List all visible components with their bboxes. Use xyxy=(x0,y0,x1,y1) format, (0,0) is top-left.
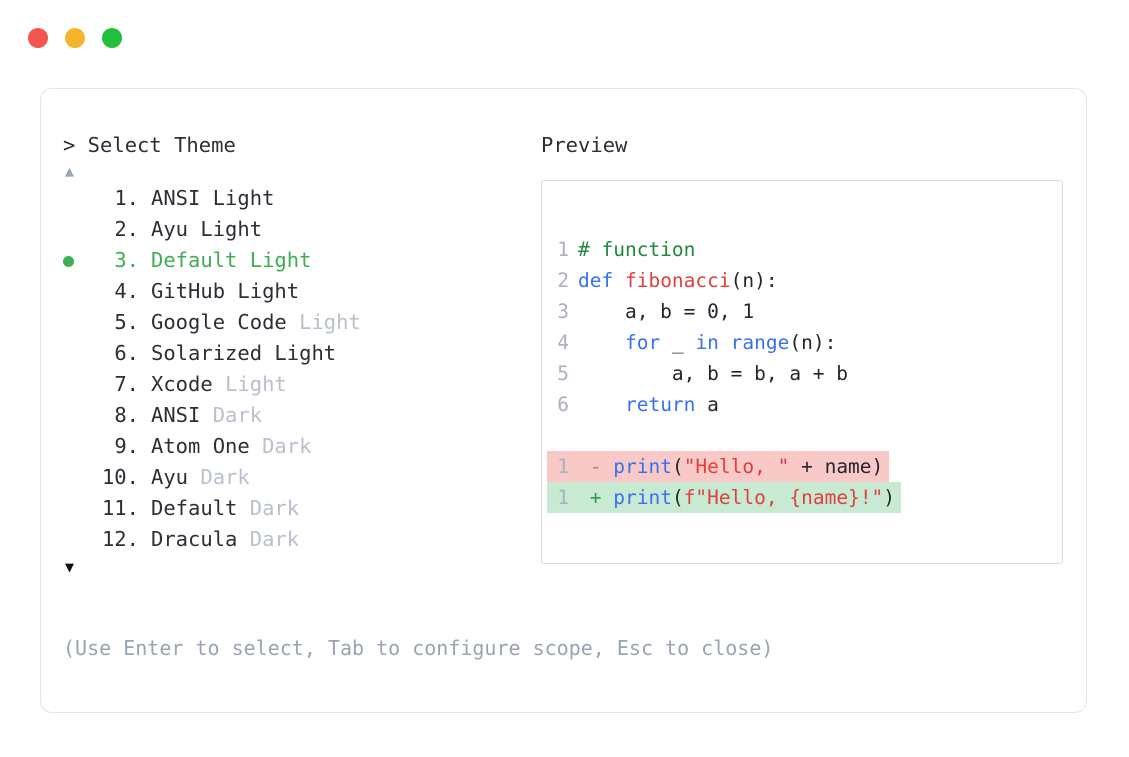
code-text: def fibonacci(n): xyxy=(578,269,778,292)
theme-list-item[interactable]: 2. Ayu Light xyxy=(63,214,533,245)
code-text: - print("Hello, " + name) xyxy=(578,455,884,478)
theme-item-name: ANSI Dark xyxy=(151,403,263,427)
theme-item-name: Google Code Light xyxy=(151,310,361,334)
theme-list-item[interactable]: 11. Default Dark xyxy=(63,493,533,524)
code-preview: 1 # function 2 def fibonacci(n): 3 a, b = 0,… xyxy=(547,234,1062,513)
theme-item-variant: Light xyxy=(299,310,361,334)
line-number: 2 xyxy=(557,269,569,292)
theme-item-number: 8. xyxy=(114,403,139,427)
theme-item-variant: Dark xyxy=(262,434,312,458)
theme-list-item[interactable]: 6. Solarized Light xyxy=(63,338,533,369)
theme-item-name: GitHub Light xyxy=(151,279,300,303)
theme-item-number: 4. xyxy=(114,279,139,303)
theme-list-item[interactable]: 8. ANSI Dark xyxy=(63,400,533,431)
code-text: return a xyxy=(624,393,719,416)
code-line: 2 def fibonacci(n): xyxy=(547,265,778,296)
theme-item-name: Ayu Dark xyxy=(151,465,250,489)
minimize-dot[interactable] xyxy=(65,28,85,48)
line-number: 3 xyxy=(557,300,569,323)
theme-item-number: 5. xyxy=(114,310,139,334)
line-number: 1 xyxy=(557,238,569,261)
code-line: 5 a, b = b, a + b xyxy=(547,358,848,389)
theme-item-variant: Light xyxy=(249,248,312,272)
theme-list-item[interactable]: 7. Xcode Light xyxy=(63,369,533,400)
code-line: 3 a, b = 0, 1 xyxy=(547,296,754,327)
theme-item-number: 3. xyxy=(114,248,139,272)
code-text: for _ in range(n): xyxy=(624,331,837,354)
preview-label: Preview xyxy=(541,133,628,157)
theme-item-number: 10. xyxy=(101,465,139,489)
theme-item-name: Default Light xyxy=(151,248,312,272)
code-text: a, b = b, a + b xyxy=(578,362,849,385)
theme-item-variant: Dark xyxy=(249,496,300,520)
code-text: + print(f"Hello, {name}!") xyxy=(578,486,896,509)
theme-item-variant: Light xyxy=(212,186,275,210)
theme-item-name: ANSI Light xyxy=(151,186,275,210)
theme-item-variant: Light xyxy=(225,372,287,396)
theme-item-name: Atom One Dark xyxy=(151,434,312,458)
code-line: 4 for _ in range(n): xyxy=(547,327,836,358)
theme-list-item[interactable]: 5. Google Code Light xyxy=(63,307,533,338)
close-dot[interactable] xyxy=(28,28,48,48)
theme-item-variant: Light xyxy=(200,217,263,241)
code-line: 1 # function xyxy=(547,234,695,265)
keyboard-hint: (Use Enter to select, Tab to configure s… xyxy=(63,636,774,660)
theme-item-variant: Dark xyxy=(212,403,263,427)
theme-list: 1. ANSI Light 2. Ayu Light 3. Default Light 4.… xyxy=(63,183,533,555)
theme-item-number: 6. xyxy=(114,341,139,365)
theme-item-number: 7. xyxy=(114,372,139,396)
theme-item-variant: Dark xyxy=(249,527,300,551)
theme-item-variant: Light xyxy=(237,279,300,303)
theme-item-number: 1. xyxy=(114,186,139,210)
theme-item-variant: Dark xyxy=(200,465,250,489)
theme-list-item[interactable]: 3. Default Light xyxy=(63,245,533,276)
line-number: 6 xyxy=(557,393,569,416)
theme-list-item[interactable]: 10. Ayu Dark xyxy=(63,462,533,493)
theme-item-name: Dracula Dark xyxy=(151,527,300,551)
theme-item-name: Xcode Light xyxy=(151,372,287,396)
line-number: 4 xyxy=(557,331,569,354)
code-blank-line xyxy=(547,420,1062,451)
line-number: 1 xyxy=(557,486,569,509)
code-line: 6 return a xyxy=(547,389,719,420)
maximize-dot[interactable] xyxy=(102,28,122,48)
theme-item-number: 11. xyxy=(101,496,139,520)
window-titlebar xyxy=(28,28,122,48)
line-number: 5 xyxy=(557,362,569,385)
theme-picker-card: > Select Theme ▲ 1. ANSI Light 2. Ayu Light… xyxy=(40,88,1087,713)
theme-item-name: Default Dark xyxy=(151,496,300,520)
selection-bullet-icon xyxy=(63,247,91,278)
theme-item-number: 2. xyxy=(114,217,139,241)
theme-item-name: Solarized Light xyxy=(151,341,337,365)
code-text: a, b = 0, 1 xyxy=(578,300,755,323)
preview-panel: Preview 1 # function 2 def fibonacci(n): 3 a… xyxy=(541,131,1066,564)
scroll-up-arrow[interactable]: ▲ xyxy=(65,162,75,180)
theme-item-name: Ayu Light xyxy=(151,217,263,241)
theme-list-item[interactable]: 4. GitHub Light xyxy=(63,276,533,307)
theme-list-item[interactable]: 12. Dracula Dark xyxy=(63,524,533,555)
preview-box: 1 # function 2 def fibonacci(n): 3 a, b = 0,… xyxy=(541,180,1063,564)
theme-item-number: 9. xyxy=(114,434,139,458)
code-text: # function xyxy=(578,238,696,261)
scroll-down-arrow[interactable]: ▼ xyxy=(65,558,75,576)
theme-select-panel: > Select Theme ▲ 1. ANSI Light 2. Ayu Light… xyxy=(63,131,533,579)
line-number: 1 xyxy=(557,455,569,478)
theme-item-variant: Light xyxy=(274,341,337,365)
theme-item-number: 12. xyxy=(101,527,139,551)
theme-list-item[interactable]: 9. Atom One Dark xyxy=(63,431,533,462)
diff-added-line: 1 + print(f"Hello, {name}!") xyxy=(547,482,902,513)
diff-removed-line: 1 - print("Hello, " + name) xyxy=(547,451,890,482)
select-theme-prompt: > Select Theme xyxy=(63,133,236,157)
theme-list-item[interactable]: 1. ANSI Light xyxy=(63,183,533,214)
